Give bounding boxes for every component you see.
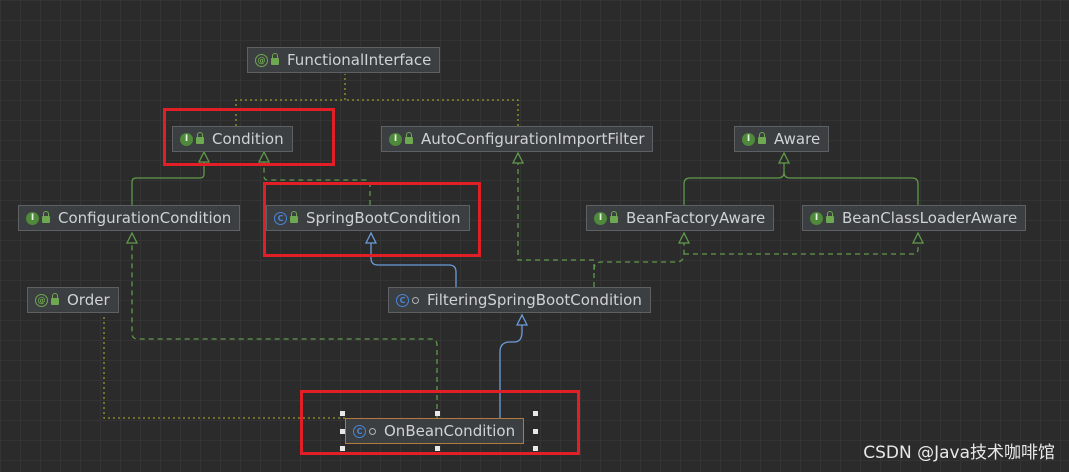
node-label: FunctionalInterface bbox=[287, 51, 432, 69]
edge-filtering-beanclassloaderaware bbox=[684, 233, 919, 255]
package-private-icon bbox=[369, 427, 376, 435]
interface-icon: I bbox=[26, 211, 39, 225]
selection-handle[interactable] bbox=[340, 411, 345, 416]
selection-handle[interactable] bbox=[340, 429, 345, 434]
edge-filtering-autoconfig bbox=[517, 153, 595, 287]
node-filtering-spring-boot-condition[interactable]: C FilteringSpringBootCondition bbox=[388, 287, 651, 313]
highlight-box-on-bean-condition bbox=[300, 390, 580, 455]
selection-handle[interactable] bbox=[435, 411, 440, 416]
interface-icon: I bbox=[180, 132, 193, 146]
public-lock-icon bbox=[42, 211, 50, 223]
edge-beanfactoryaware-aware bbox=[683, 153, 785, 205]
selection-handle[interactable] bbox=[435, 446, 440, 451]
public-lock-icon bbox=[758, 132, 766, 144]
public-lock-icon bbox=[51, 293, 59, 305]
highlight-box-condition bbox=[163, 108, 335, 166]
node-condition[interactable]: I Condition bbox=[172, 126, 293, 152]
node-label: AutoConfigurationImportFilter bbox=[421, 130, 645, 148]
interface-icon: I bbox=[594, 211, 607, 225]
public-lock-icon bbox=[196, 132, 204, 144]
watermark: CSDN @Java技术咖啡馆 bbox=[863, 443, 1055, 463]
interface-icon: I bbox=[389, 132, 402, 146]
selection-handle[interactable] bbox=[533, 446, 538, 451]
arrowhead-configurationcondition bbox=[125, 231, 139, 244]
class-icon: C bbox=[274, 211, 287, 225]
class-icon: C bbox=[353, 424, 366, 438]
edge-beanclassloaderaware-aware bbox=[783, 171, 919, 205]
package-private-icon bbox=[412, 296, 419, 304]
edge-onbean-configurationcondition bbox=[131, 233, 438, 418]
public-lock-icon bbox=[405, 132, 413, 144]
node-order[interactable]: @ Order bbox=[27, 287, 119, 313]
arrowhead-condition-right bbox=[257, 150, 271, 163]
node-label: BeanFactoryAware bbox=[626, 209, 766, 227]
class-icon: C bbox=[396, 293, 409, 307]
arrowhead-condition-left bbox=[197, 150, 211, 163]
selection-handle[interactable] bbox=[533, 411, 538, 416]
edge-filtering-springboot bbox=[370, 233, 457, 287]
edge-onbean-order bbox=[103, 315, 345, 419]
node-label: SpringBootCondition bbox=[306, 209, 461, 227]
interface-icon: I bbox=[810, 211, 823, 225]
node-label: Aware bbox=[774, 130, 821, 148]
public-lock-icon bbox=[610, 211, 618, 223]
arrowhead-filtering bbox=[515, 313, 529, 326]
node-spring-boot-condition[interactable]: C SpringBootCondition bbox=[266, 205, 470, 231]
edge-onbean-filtering bbox=[499, 315, 523, 418]
arrowhead-autoconfig bbox=[511, 151, 525, 164]
node-configuration-condition[interactable]: I ConfigurationCondition bbox=[18, 205, 241, 231]
public-lock-icon bbox=[290, 211, 298, 223]
node-label: Order bbox=[67, 291, 110, 309]
public-lock-icon bbox=[271, 53, 279, 65]
node-auto-configuration-import-filter[interactable]: I AutoConfigurationImportFilter bbox=[381, 126, 654, 152]
arrowhead-springbootcondition bbox=[364, 231, 378, 244]
public-lock-icon bbox=[826, 211, 834, 223]
highlight-box-spring-boot-condition bbox=[263, 182, 481, 257]
edge-filtering-beanfactoryaware bbox=[593, 233, 685, 271]
node-label: FilteringSpringBootCondition bbox=[427, 291, 642, 309]
node-on-bean-condition[interactable]: C OnBeanCondition bbox=[345, 418, 525, 444]
node-label: Condition bbox=[212, 130, 284, 148]
node-aware[interactable]: I Aware bbox=[734, 126, 830, 152]
interface-icon: I bbox=[742, 132, 755, 146]
edge-configurationcondition-condition bbox=[131, 152, 205, 205]
annotation-icon: @ bbox=[255, 53, 268, 67]
arrowhead-beanfactoryaware bbox=[677, 231, 691, 244]
edge-condition-functionalinterface bbox=[235, 74, 346, 126]
edge-autoconfig-functionalinterface bbox=[345, 99, 519, 126]
annotation-icon: @ bbox=[35, 293, 48, 307]
node-bean-factory-aware[interactable]: I BeanFactoryAware bbox=[586, 205, 775, 231]
selection-handle[interactable] bbox=[340, 446, 345, 451]
node-label: OnBeanCondition bbox=[384, 422, 516, 440]
node-label: BeanClassLoaderAware bbox=[842, 209, 1018, 227]
node-label: ConfigurationCondition bbox=[58, 209, 232, 227]
arrowhead-beanclassloaderaware bbox=[911, 231, 925, 244]
arrowhead-aware bbox=[777, 151, 791, 164]
node-functional-interface[interactable]: @ FunctionalInterface bbox=[247, 47, 441, 73]
selection-handle[interactable] bbox=[533, 429, 538, 434]
node-bean-class-loader-aware[interactable]: I BeanClassLoaderAware bbox=[802, 205, 1027, 231]
